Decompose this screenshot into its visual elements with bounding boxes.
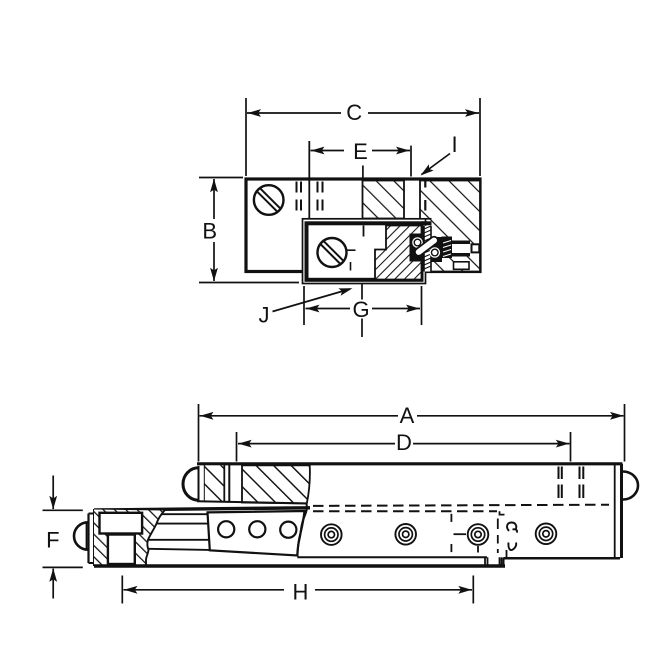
svg-text:E: E <box>353 139 368 164</box>
svg-text:D: D <box>396 430 412 455</box>
svg-text:F: F <box>46 528 59 553</box>
svg-text:C: C <box>346 100 362 125</box>
svg-text:H: H <box>293 580 309 605</box>
svg-text:G: G <box>352 297 369 322</box>
svg-text:A: A <box>400 403 415 428</box>
svg-text:B: B <box>202 219 217 244</box>
svg-text:J: J <box>259 303 270 328</box>
svg-text:I: I <box>451 132 457 157</box>
